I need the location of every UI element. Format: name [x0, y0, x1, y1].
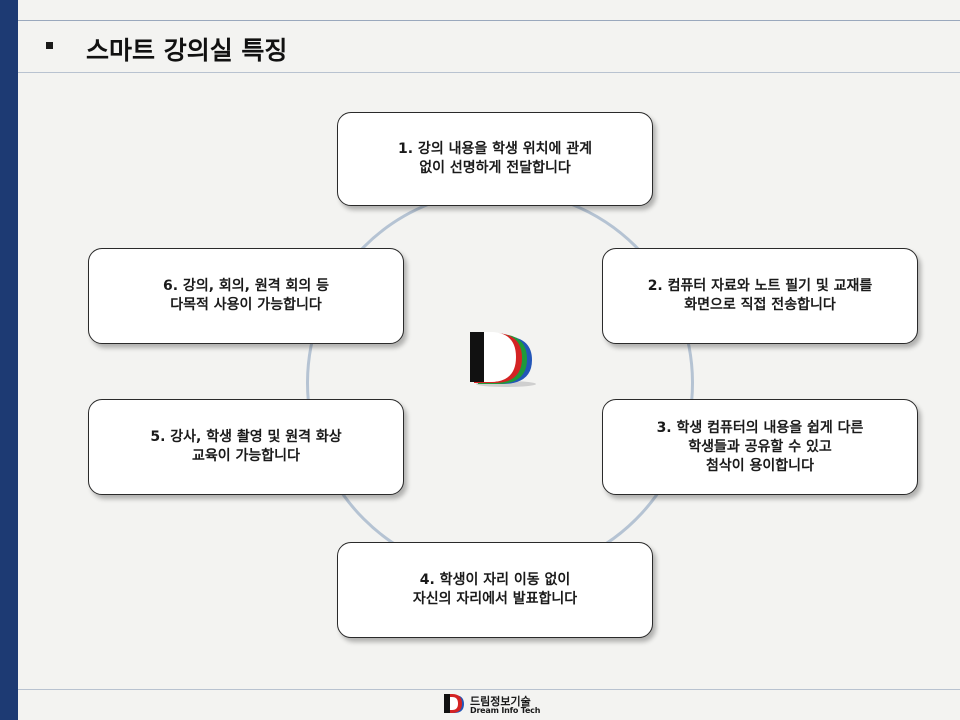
feature-box-1: 1. 강의 내용을 학생 위치에 관계 없이 선명하게 전달합니다 [337, 112, 653, 206]
feature-6-line-2: 다목적 사용이 가능합니다 [170, 297, 322, 313]
feature-3-line-3: 첨삭이 용이합니다 [706, 457, 814, 474]
feature-3-line-1: 3. 학생 컴퓨터의 내용을 쉽게 다른 [656, 419, 864, 436]
top-divider [18, 20, 960, 21]
title-bullet-icon [46, 42, 53, 49]
feature-5-line-2: 교육이 가능합니다 [192, 448, 300, 464]
feature-2-line-1: 2. 컴퓨터 자료와 노트 필기 및 교재를 [647, 278, 873, 294]
feature-6-line-1: 6. 강의, 회의, 원격 회의 등 [163, 278, 329, 294]
feature-4-line-2: 자신의 자리에서 발표합니다 [412, 591, 578, 607]
footer-company-name-ko: 드림정보기술 [470, 695, 531, 708]
dream-info-tech-logo-icon [470, 332, 536, 387]
title-divider [18, 72, 960, 73]
feature-1-line-1: 1. 강의 내용을 학생 위치에 관계 [398, 141, 592, 157]
feature-4-line-1: 4. 학생이 자리 이동 없이 [419, 572, 571, 588]
bottom-divider [18, 689, 960, 690]
footer-company-name-en: Dream Info Tech [470, 706, 541, 715]
dream-info-tech-small-logo-icon [444, 694, 464, 713]
page-title: 스마트 강의실 특징 [86, 36, 288, 65]
left-accent-bar [0, 0, 18, 720]
feature-box-3: 3. 학생 컴퓨터의 내용을 쉽게 다른 학생들과 공유할 수 있고 첨삭이 용… [602, 399, 918, 495]
feature-2-line-2: 화면으로 직접 전송합니다 [684, 297, 836, 313]
feature-box-6: 6. 강의, 회의, 원격 회의 등 다목적 사용이 가능합니다 [88, 248, 404, 344]
feature-3-line-2: 학생들과 공유할 수 있고 [688, 438, 832, 455]
feature-1-line-2: 없이 선명하게 전달합니다 [419, 160, 571, 176]
feature-box-5: 5. 강사, 학생 촬영 및 원격 화상 교육이 가능합니다 [88, 399, 404, 495]
feature-5-line-1: 5. 강사, 학생 촬영 및 원격 화상 [150, 429, 342, 445]
feature-box-2: 2. 컴퓨터 자료와 노트 필기 및 교재를 화면으로 직접 전송합니다 [602, 248, 918, 344]
feature-box-4: 4. 학생이 자리 이동 없이 자신의 자리에서 발표합니다 [337, 542, 653, 638]
